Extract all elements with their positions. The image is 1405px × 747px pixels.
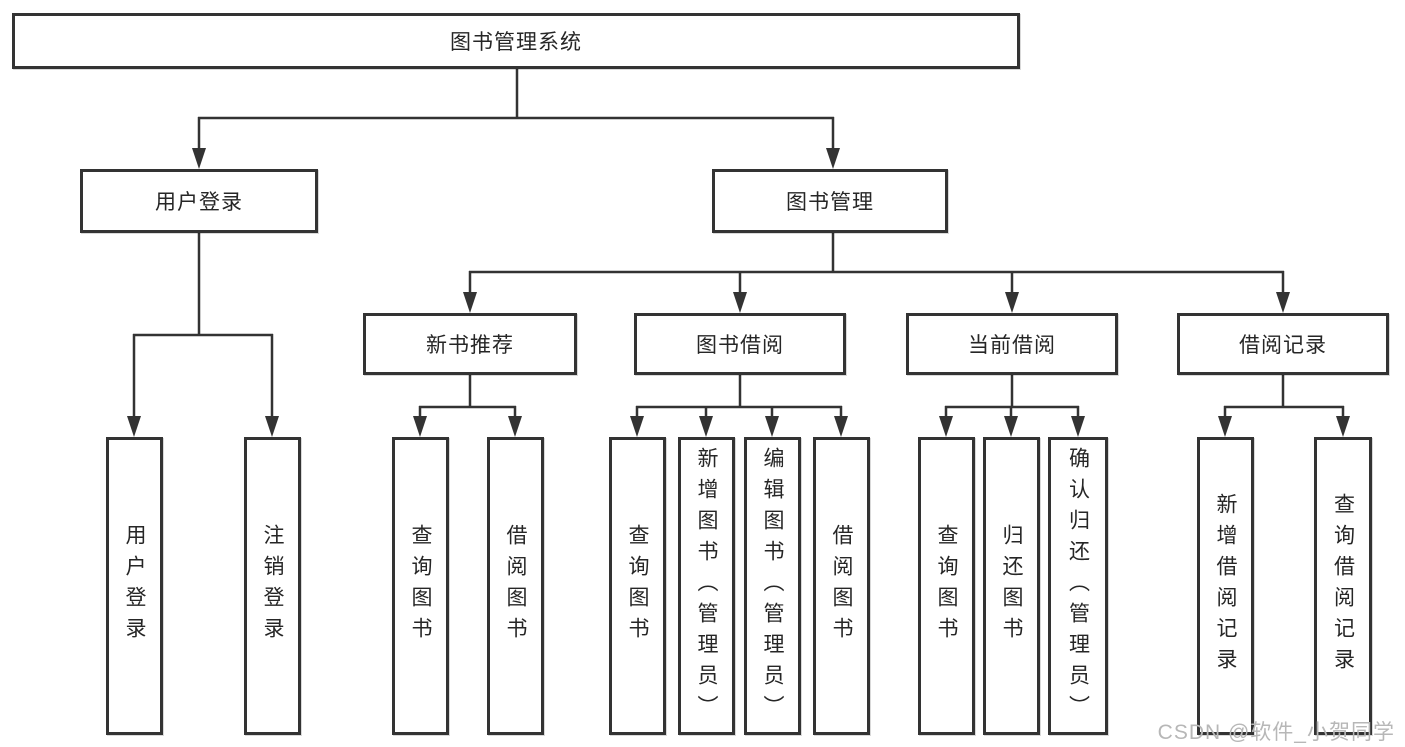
leaf-confirm-return-admin-label: 确认归还（管理员） xyxy=(1066,446,1090,726)
leaf-logout-label: 注销登录 xyxy=(261,524,284,648)
leaf-add-books-admin-label: 新增图书（管理员） xyxy=(695,446,718,726)
node-book-borrowing: 图书借阅 xyxy=(634,313,846,375)
node-borrowing-records: 借阅记录 xyxy=(1177,313,1389,375)
edge-new-book-recommend-to-children xyxy=(413,375,522,437)
node-borrowing-records-label: 借阅记录 xyxy=(1239,334,1327,357)
edge-book-management-to-children xyxy=(463,233,1290,313)
leaf-logout: 注销登录 xyxy=(244,437,301,735)
leaf-add-books-admin: 新增图书（管理员） xyxy=(678,437,735,735)
leaf-query-borrow-record-label: 查询借阅记录 xyxy=(1331,493,1355,679)
node-user-login: 用户登录 xyxy=(80,169,318,233)
leaf-query-books-borrowing-label: 查询图书 xyxy=(626,524,649,648)
edge-user-login-to-children xyxy=(127,233,279,437)
leaf-user-login: 用户登录 xyxy=(106,437,163,735)
node-current-borrowing-label: 当前借阅 xyxy=(968,334,1056,357)
node-current-borrowing: 当前借阅 xyxy=(906,313,1118,375)
node-book-borrowing-label: 图书借阅 xyxy=(696,334,784,357)
edge-borrowing-records-to-children xyxy=(1218,375,1350,437)
leaf-return-books-label: 归还图书 xyxy=(1000,524,1023,648)
leaf-return-books: 归还图书 xyxy=(983,437,1040,735)
leaf-query-books-recommend-label: 查询图书 xyxy=(409,524,432,648)
leaf-borrow-books-recommend-label: 借阅图书 xyxy=(504,524,527,648)
edge-book-borrowing-to-children xyxy=(630,375,848,437)
node-new-book-recommend: 新书推荐 xyxy=(363,313,577,375)
node-user-login-label: 用户登录 xyxy=(155,191,243,214)
leaf-confirm-return-admin: 确认归还（管理员） xyxy=(1048,437,1108,735)
leaf-query-books-recommend: 查询图书 xyxy=(392,437,449,735)
node-book-management: 图书管理 xyxy=(712,169,948,233)
leaf-edit-books-admin-label: 编辑图书（管理员） xyxy=(761,446,784,726)
leaf-query-borrow-record: 查询借阅记录 xyxy=(1314,437,1372,735)
leaf-add-borrow-record-label: 新增借阅记录 xyxy=(1214,493,1237,679)
node-library-system-label: 图书管理系统 xyxy=(450,31,582,54)
csdn-watermark: CSDN @软件_小贺同学 xyxy=(1157,721,1395,744)
leaf-query-books-borrowing: 查询图书 xyxy=(609,437,666,735)
leaf-query-books-current-label: 查询图书 xyxy=(935,524,958,648)
leaf-edit-books-admin: 编辑图书（管理员） xyxy=(744,437,801,735)
leaf-query-books-current: 查询图书 xyxy=(918,437,975,735)
node-book-management-label: 图书管理 xyxy=(786,191,874,214)
edge-root-to-children xyxy=(192,66,840,169)
leaf-add-borrow-record: 新增借阅记录 xyxy=(1197,437,1254,735)
leaf-borrow-books-borrowing-label: 借阅图书 xyxy=(830,524,853,648)
leaf-borrow-books-borrowing: 借阅图书 xyxy=(813,437,870,735)
leaf-user-login-label: 用户登录 xyxy=(123,524,146,648)
edge-current-borrowing-to-children xyxy=(939,375,1085,437)
node-library-system: 图书管理系统 xyxy=(12,13,1020,69)
node-new-book-recommend-label: 新书推荐 xyxy=(426,334,514,357)
leaf-borrow-books-recommend: 借阅图书 xyxy=(487,437,544,735)
